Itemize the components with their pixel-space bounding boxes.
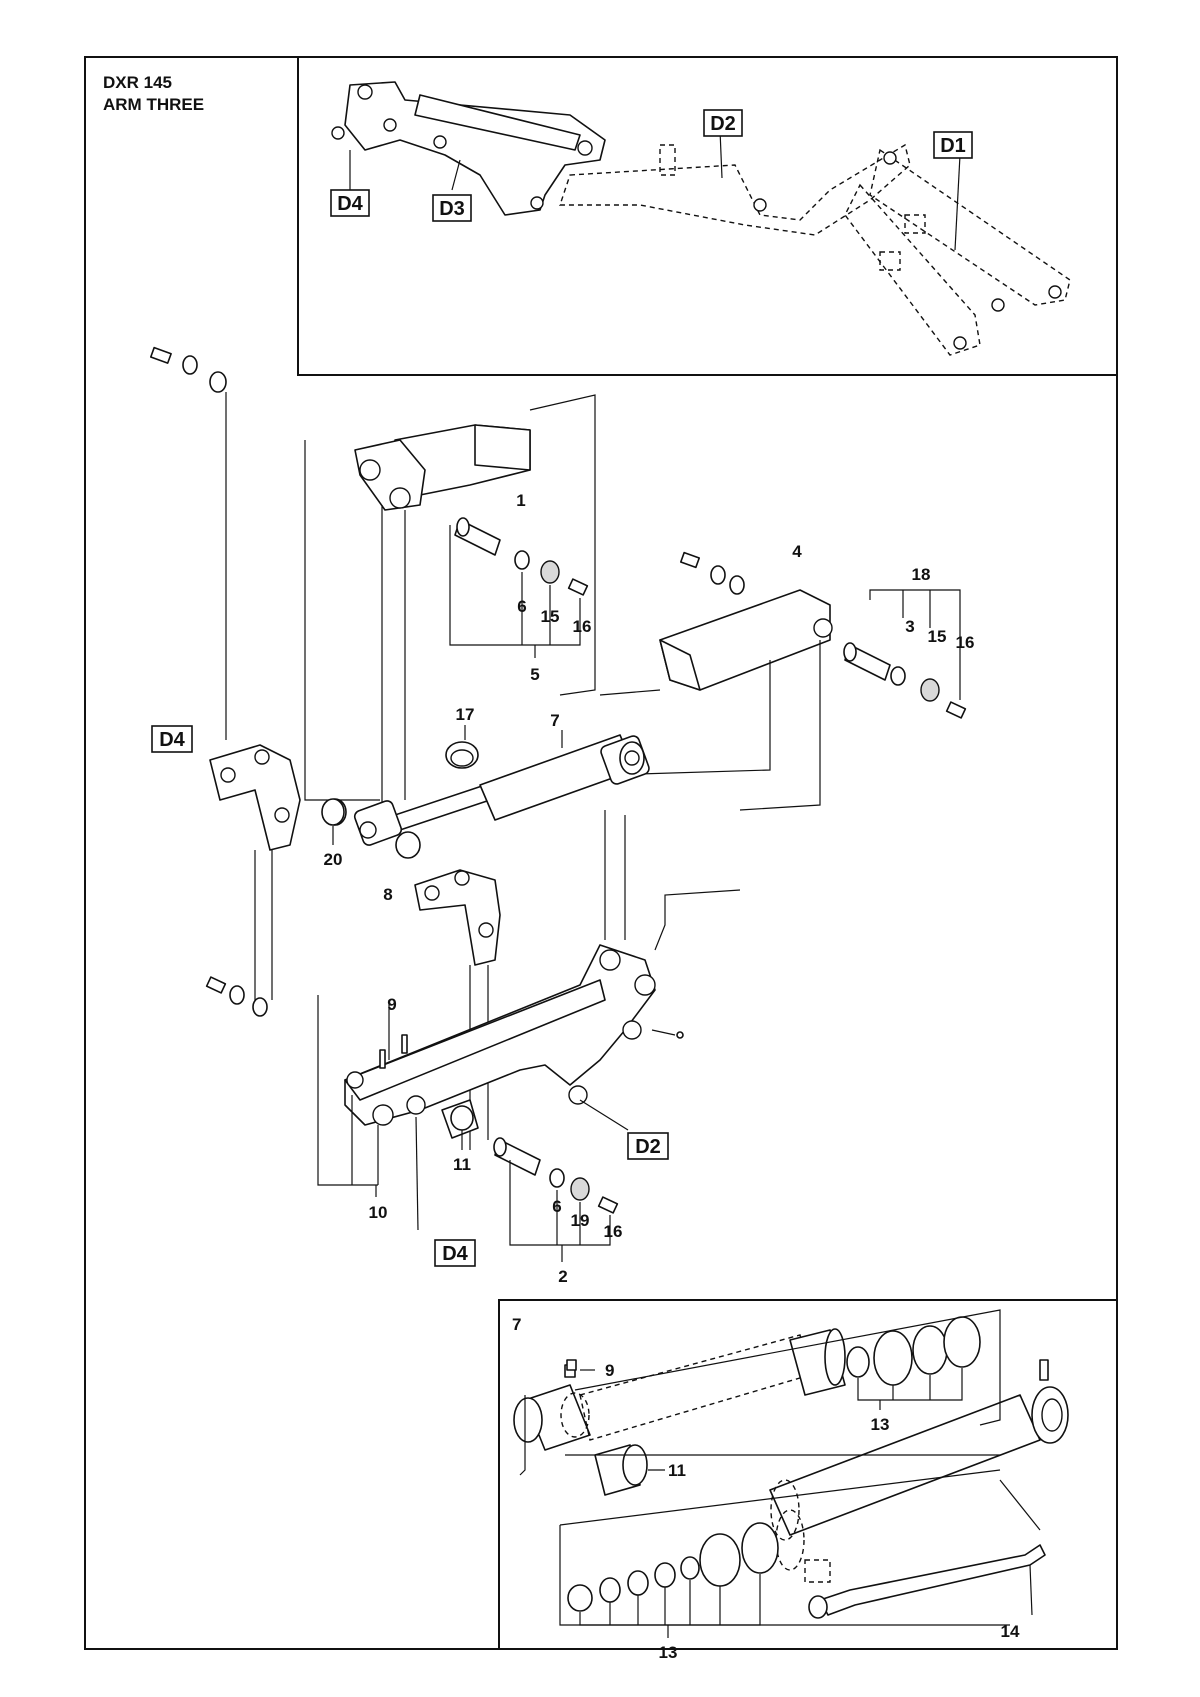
ref-d4-left: D4 (151, 725, 193, 753)
ref-d1-top: D1 (933, 131, 973, 159)
part-20-washer (321, 798, 345, 826)
ref-d4-lower: D4 (434, 1239, 476, 1267)
pin-set-18 (843, 642, 967, 719)
bolt-lower-left (205, 976, 268, 1017)
cylinder-inset-frame (498, 1299, 1118, 1650)
callout-3: 3 (905, 617, 914, 636)
callout-16-lower: 16 (604, 1222, 623, 1241)
inset-callout-9: 9 (605, 1361, 614, 1380)
section-title: ARM THREE (103, 95, 204, 114)
svg-text:D4: D4 (159, 729, 185, 751)
callout-16-upper: 16 (573, 617, 592, 636)
ref-d2-top: D2 (703, 109, 743, 137)
ref-d2-lower: D2 (627, 1132, 669, 1160)
callout-1: 1 (516, 491, 525, 510)
ref-d4-top: D4 (330, 189, 370, 217)
callout-6-upper: 6 (517, 597, 526, 616)
callout-19: 19 (571, 1211, 590, 1230)
part-8-plate (414, 869, 501, 966)
svg-text:D4: D4 (337, 193, 363, 215)
outer-frame (84, 56, 1118, 1650)
part-7-cylinder (323, 734, 650, 859)
callout-18: 18 (912, 565, 931, 584)
inset-label: 7 (512, 1315, 521, 1334)
pin-set-5 (454, 517, 589, 596)
bolt-top-left (149, 346, 227, 393)
callout-8: 8 (383, 885, 392, 904)
callout-2: 2 (558, 1267, 567, 1286)
callout-9: 9 (387, 995, 396, 1014)
svg-text:D4: D4 (442, 1243, 468, 1265)
callout-6-lower: 6 (552, 1197, 561, 1216)
callout-4: 4 (792, 542, 802, 561)
svg-text:D3: D3 (439, 198, 465, 220)
inset-callout-13-upper: 13 (871, 1415, 890, 1434)
part-4-bracket (659, 551, 833, 691)
callout-11: 11 (453, 1155, 471, 1174)
part-10-arm-three (344, 944, 684, 1139)
svg-text:D1: D1 (940, 135, 966, 157)
inset-callout-11: 11 (668, 1461, 686, 1480)
pin-set-2 (493, 1137, 619, 1214)
callout-15-right: 15 (928, 627, 947, 646)
part-1-box-bracket (354, 424, 531, 511)
d4-plate-left (209, 744, 301, 851)
cylinder-exploded (513, 1316, 1069, 1619)
svg-text:D2: D2 (635, 1136, 661, 1158)
callout-5: 5 (530, 665, 539, 684)
callout-20: 20 (324, 850, 343, 869)
callout-15-upper: 15 (541, 607, 560, 626)
ref-d3-top: D3 (432, 194, 472, 222)
callout-16-right: 16 (956, 633, 975, 652)
callout-10: 10 (369, 1203, 388, 1222)
inset-callout-13-lower: 13 (659, 1643, 678, 1662)
svg-text:D2: D2 (710, 113, 736, 135)
exploded-view (149, 346, 967, 1262)
overview-frame (297, 56, 1118, 376)
model-title: DXR 145 (103, 73, 172, 92)
part-17-clamp (445, 741, 479, 769)
callout-7: 7 (550, 711, 559, 730)
callout-17: 17 (456, 705, 475, 724)
arm-overview (331, 81, 1071, 356)
inset-callout-14: 14 (1001, 1622, 1020, 1641)
